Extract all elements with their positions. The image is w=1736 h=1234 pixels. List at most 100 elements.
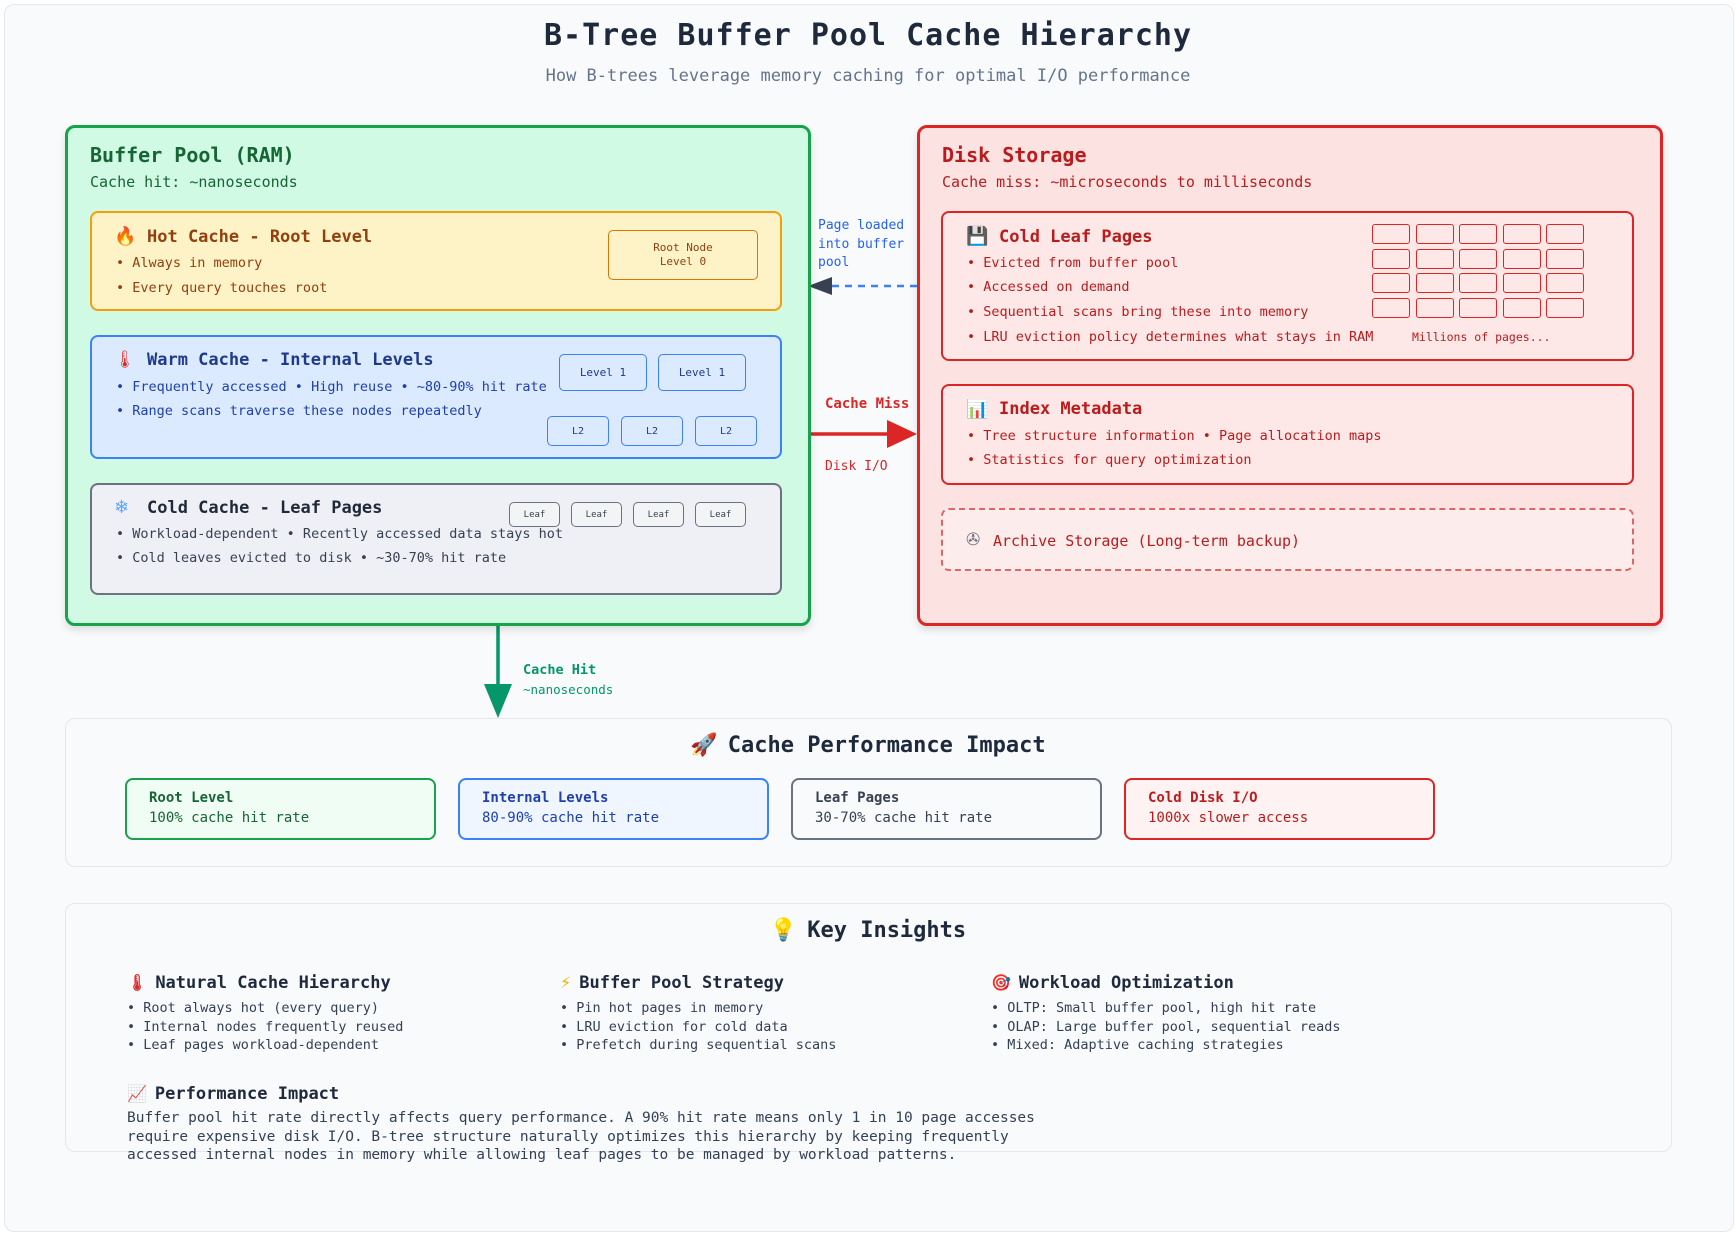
tape-reel-icon: ✇ (966, 530, 981, 550)
warm-cache-bullet: • Range scans traverse these nodes repea… (116, 403, 482, 419)
performance-card-title: Cold Disk I/O (1148, 790, 1258, 806)
disk-page-cell (1546, 273, 1584, 293)
page-loaded-label: Page loaded into buffer pool (818, 217, 904, 273)
insight-item: • Prefetch during sequential scans (560, 1037, 837, 1053)
cache-hit-sub-label: ~nanoseconds (523, 682, 614, 697)
metadata-bullet: • Statistics for query optimization (967, 452, 1252, 468)
performance-heading: 🚀Cache Performance Impact (0, 733, 1736, 758)
disk-page-cell (1546, 224, 1584, 244)
performance-card-value: 80-90% cache hit rate (482, 810, 660, 826)
insight-heading: Workload Optimization (1018, 973, 1234, 993)
performance-card: Cold Disk I/O 1000x slower access (1124, 778, 1435, 840)
warm-cache-title: Warm Cache - Internal Levels (147, 350, 434, 370)
metadata-bullet: • Tree structure information • Page allo… (967, 428, 1382, 444)
disk-page-cell (1372, 248, 1410, 269)
disk-page-cell (1372, 297, 1410, 318)
leaf-node: Leaf (695, 502, 746, 527)
insights-title: Key Insights (807, 918, 967, 943)
performance-card: Internal Levels 80-90% cache hit rate (458, 778, 769, 840)
performance-card-title: Leaf Pages (815, 790, 900, 806)
level-2-node: L2 (547, 416, 609, 446)
performance-impact-text: require expensive disk I/O. B-tree struc… (127, 1128, 1009, 1145)
insight-item: • Mixed: Adaptive caching strategies (991, 1037, 1284, 1053)
leaf-node: Leaf (571, 502, 622, 527)
lightbulb-icon: 💡 (769, 918, 798, 943)
cold-leaf-bullet: • LRU eviction policy determines what st… (967, 329, 1374, 345)
page-grid-caption: Millions of pages... (1412, 330, 1551, 344)
disk-page-cell (1502, 248, 1541, 269)
insight-item: • Internal nodes frequently reused (127, 1018, 404, 1035)
cold-leaf-bullet: • Accessed on demand (967, 279, 1130, 295)
disk-storage-title: Disk Storage (942, 143, 1087, 167)
thermometer-icon: 🌡 (127, 973, 148, 992)
disk-io-label: Disk I/O (825, 459, 888, 474)
root-node: Root Node Level 0 (608, 230, 758, 280)
chart-up-icon: 📈 (127, 1084, 147, 1103)
level-1-node: Level 1 (658, 354, 746, 391)
disk-page-cell (1415, 248, 1454, 269)
lightning-icon: ⚡ (560, 973, 572, 992)
disk-page-cell (1459, 273, 1497, 293)
page-loaded-line-3: pool (818, 255, 850, 270)
cold-cache-bullet: • Workload-dependent • Recently accessed… (116, 526, 564, 542)
disk-page-grid (1372, 224, 1587, 320)
insight-column: 🎯Workload Optimization • OLTP: Small buf… (991, 973, 1451, 1055)
leaf-node: Leaf (633, 502, 684, 527)
thermometer-icon: 🌡 (114, 350, 136, 370)
cache-hit-label: Cache Hit (523, 662, 597, 678)
insight-heading: Buffer Pool Strategy (579, 973, 784, 993)
insight-item: • Root always hot (every query) (127, 1000, 379, 1016)
hot-cache-title: Hot Cache - Root Level (147, 227, 373, 247)
disk-storage-subtitle: Cache miss: ~microseconds to millisecond… (942, 173, 1313, 191)
level-1-node: Level 1 (559, 354, 647, 391)
cache-hit-arrowhead (484, 684, 512, 718)
cold-leaf-bullet: • Sequential scans bring these into memo… (967, 304, 1309, 320)
insight-column: ⚡ Buffer Pool Strategy • Pin hot pages in… (560, 973, 980, 1055)
cold-cache-bullet: • Cold leaves evicted to disk • ~30-70% … (116, 550, 507, 566)
disk-page-cell (1459, 297, 1497, 318)
warm-cache-bullet: • Frequently accessed • High reuse • ~80… (116, 379, 547, 395)
cold-leaf-bullet: • Evicted from buffer pool (967, 255, 1179, 271)
performance-card: Leaf Pages 30-70% cache hit rate (791, 778, 1102, 840)
insight-column: 🌡 Natural Cache Hierarchy • Root always h… (127, 973, 547, 1055)
leaf-node: Leaf (509, 502, 560, 527)
performance-card-value: 1000x slower access (1148, 810, 1309, 826)
buffer-pool-subtitle: Cache hit: ~nanoseconds (90, 173, 298, 191)
performance-title: Cache Performance Impact (727, 733, 1046, 758)
page-load-arrowhead (808, 277, 832, 295)
page-title: B-Tree Buffer Pool Cache Hierarchy (543, 18, 1193, 53)
bar-chart-icon: 📊 (966, 399, 989, 420)
insight-heading: Natural Cache Hierarchy (155, 973, 391, 993)
buffer-pool-title: Buffer Pool (RAM) (90, 143, 295, 167)
root-node-label: Root Node (653, 241, 713, 255)
level-2-node: L2 (621, 416, 683, 446)
insight-item: • OLAP: Large buffer pool, sequential re… (991, 1018, 1341, 1035)
performance-impact-heading: Performance Impact (154, 1084, 340, 1104)
performance-card-title: Root Level (149, 790, 234, 806)
cold-leaf-pages-title: Cold Leaf Pages (999, 227, 1153, 247)
page-loaded-line-1: Page loaded (818, 218, 905, 233)
disk-page-cell (1546, 297, 1584, 318)
index-metadata-title: Index Metadata (999, 399, 1143, 419)
level-2-node: L2 (695, 416, 757, 446)
target-icon: 🎯 (991, 973, 1011, 992)
disk-page-cell (1459, 224, 1497, 244)
disk-page-cell (1372, 224, 1410, 244)
disk-page-cell (1415, 297, 1454, 318)
disk-page-cell (1415, 273, 1454, 293)
disk-page-cell (1502, 224, 1541, 244)
disk-page-cell (1415, 224, 1454, 244)
archive-storage-label: Archive Storage (Long-term backup) (993, 532, 1301, 550)
insight-item: • Pin hot pages in memory (560, 1000, 764, 1016)
performance-card-title: Internal Levels (482, 790, 609, 806)
performance-card-value: 30-70% cache hit rate (815, 810, 993, 826)
root-node-level: Level 0 (659, 255, 707, 268)
snowflake-icon: ❄ (114, 497, 130, 518)
disk-page-cell (1502, 273, 1541, 293)
cache-miss-arrowhead (887, 420, 917, 448)
insights-section (65, 903, 1672, 1152)
disk-page-cell (1546, 248, 1584, 269)
